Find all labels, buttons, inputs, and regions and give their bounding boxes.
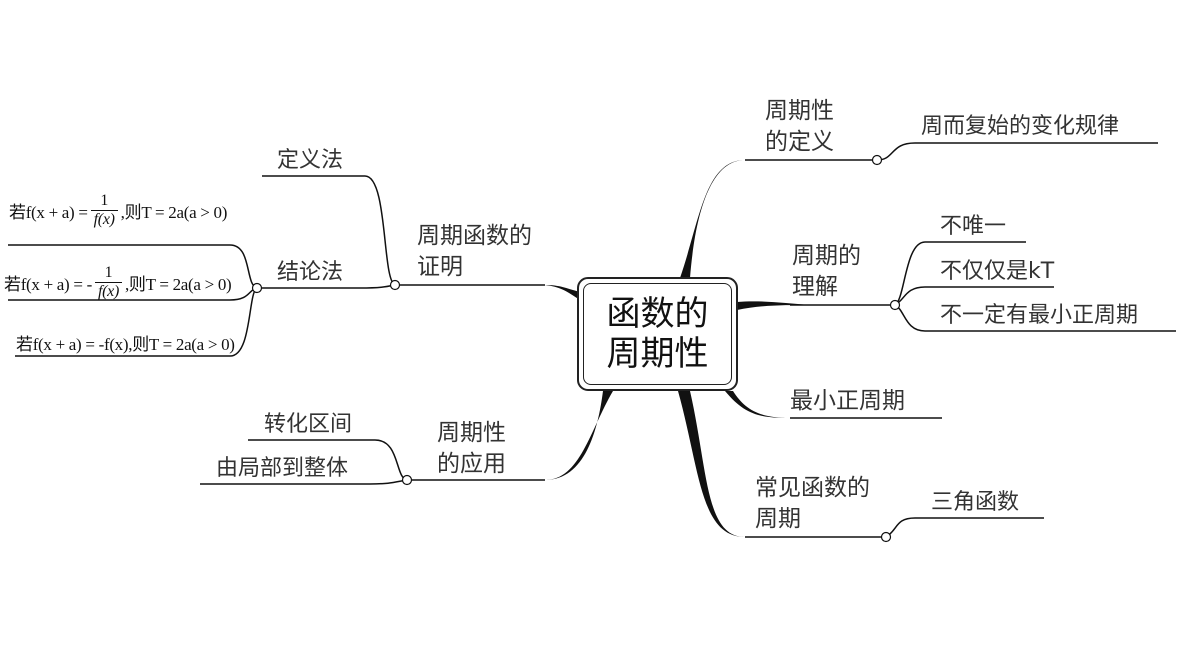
branch-to-proof bbox=[545, 285, 580, 300]
proof-child-1[interactable]: 定义法 bbox=[277, 148, 344, 173]
common-child-1[interactable]: 三角函数 bbox=[931, 490, 1020, 515]
definition-child-1[interactable]: 周而复始的变化规律 bbox=[921, 114, 1120, 139]
proof-child-2[interactable]: 结论法 bbox=[277, 260, 344, 285]
formula-2[interactable]: 若f(x + a) = - 1 f(x) ,则T = 2a(a > 0) bbox=[4, 264, 232, 301]
central-topic[interactable]: 函数的周期性 bbox=[577, 277, 738, 391]
branch-to-common bbox=[678, 391, 745, 537]
branch-common-label[interactable]: 常见函数的周期 bbox=[755, 475, 870, 532]
formula-1-numerator: 1 bbox=[100, 192, 109, 209]
branch-to-min-period bbox=[725, 391, 790, 418]
central-topic-title: 函数的周期性 bbox=[606, 294, 709, 374]
application-child-2[interactable]: 由局部到整体 bbox=[216, 456, 349, 481]
branch-min-period-label[interactable]: 最小正周期 bbox=[790, 388, 905, 414]
formula-2-fraction: 1 f(x) bbox=[94, 264, 122, 301]
formula-2-numerator: 1 bbox=[104, 264, 113, 281]
formula-1-post: ,则T = 2a(a > 0) bbox=[120, 203, 228, 222]
formula-3[interactable]: 若f(x + a) = -f(x),则T = 2a(a > 0) bbox=[16, 330, 235, 355]
main-branches bbox=[545, 160, 810, 537]
understanding-child-3[interactable]: 不一定有最小正周期 bbox=[940, 303, 1139, 328]
formula-2-post: ,则T = 2a(a > 0) bbox=[124, 275, 232, 294]
formula-1-denominator: f(x) bbox=[90, 210, 118, 229]
branch-understanding-label[interactable]: 周期的理解 bbox=[792, 243, 861, 300]
connector-nodes bbox=[251, 154, 901, 543]
formula-1-pre: 若f(x + a) = bbox=[9, 203, 88, 222]
central-topic-inner: 函数的周期性 bbox=[583, 283, 732, 385]
branch-to-application bbox=[545, 391, 613, 480]
understanding-child-2[interactable]: 不仅仅是kT bbox=[940, 259, 1055, 284]
branch-to-definition bbox=[680, 160, 745, 278]
understanding-child-1[interactable]: 不唯一 bbox=[940, 214, 1007, 239]
formula-1-fraction: 1 f(x) bbox=[90, 192, 118, 229]
branch-definition-label[interactable]: 周期性的定义 bbox=[765, 98, 834, 155]
branch-to-understanding bbox=[737, 301, 810, 310]
application-child-1[interactable]: 转化区间 bbox=[264, 412, 353, 437]
formula-2-denominator: f(x) bbox=[94, 282, 122, 301]
branch-application-label[interactable]: 周期性的应用 bbox=[437, 420, 506, 477]
formula-2-pre: 若f(x + a) = - bbox=[4, 275, 92, 294]
formula-3-text: 若f(x + a) = -f(x),则T = 2a(a > 0) bbox=[16, 335, 235, 354]
formula-1[interactable]: 若f(x + a) = 1 f(x) ,则T = 2a(a > 0) bbox=[9, 192, 227, 229]
branch-proof-label[interactable]: 周期函数的证明 bbox=[417, 223, 532, 280]
